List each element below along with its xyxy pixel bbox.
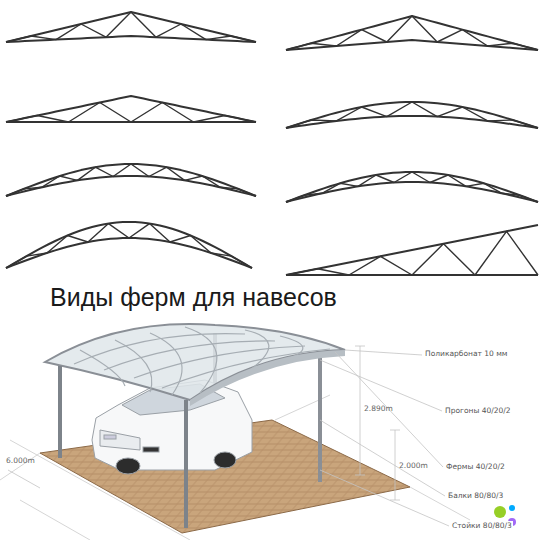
- dimension-label: 2.890m: [364, 404, 393, 413]
- truss: [6, 12, 256, 42]
- material-label: Поликарбонат 10 мм: [424, 349, 509, 358]
- truss: [6, 164, 256, 196]
- material-label: Стойки 80/80/3: [451, 521, 513, 530]
- dimension-label: 2.000m: [399, 461, 428, 470]
- truss: [286, 16, 538, 50]
- truss: [286, 102, 538, 128]
- truss: [6, 222, 252, 268]
- truss: [6, 96, 256, 122]
- material-label: Прогоны 40/20/2: [444, 406, 512, 415]
- title: Виды ферм для навесов: [50, 283, 337, 312]
- material-label: Фермы 40/20/2: [445, 462, 506, 471]
- truss: [286, 225, 538, 275]
- material-label: Балки 80/80/3: [447, 491, 504, 500]
- truss: [286, 172, 538, 202]
- dimension-label: 6.000m: [6, 456, 35, 465]
